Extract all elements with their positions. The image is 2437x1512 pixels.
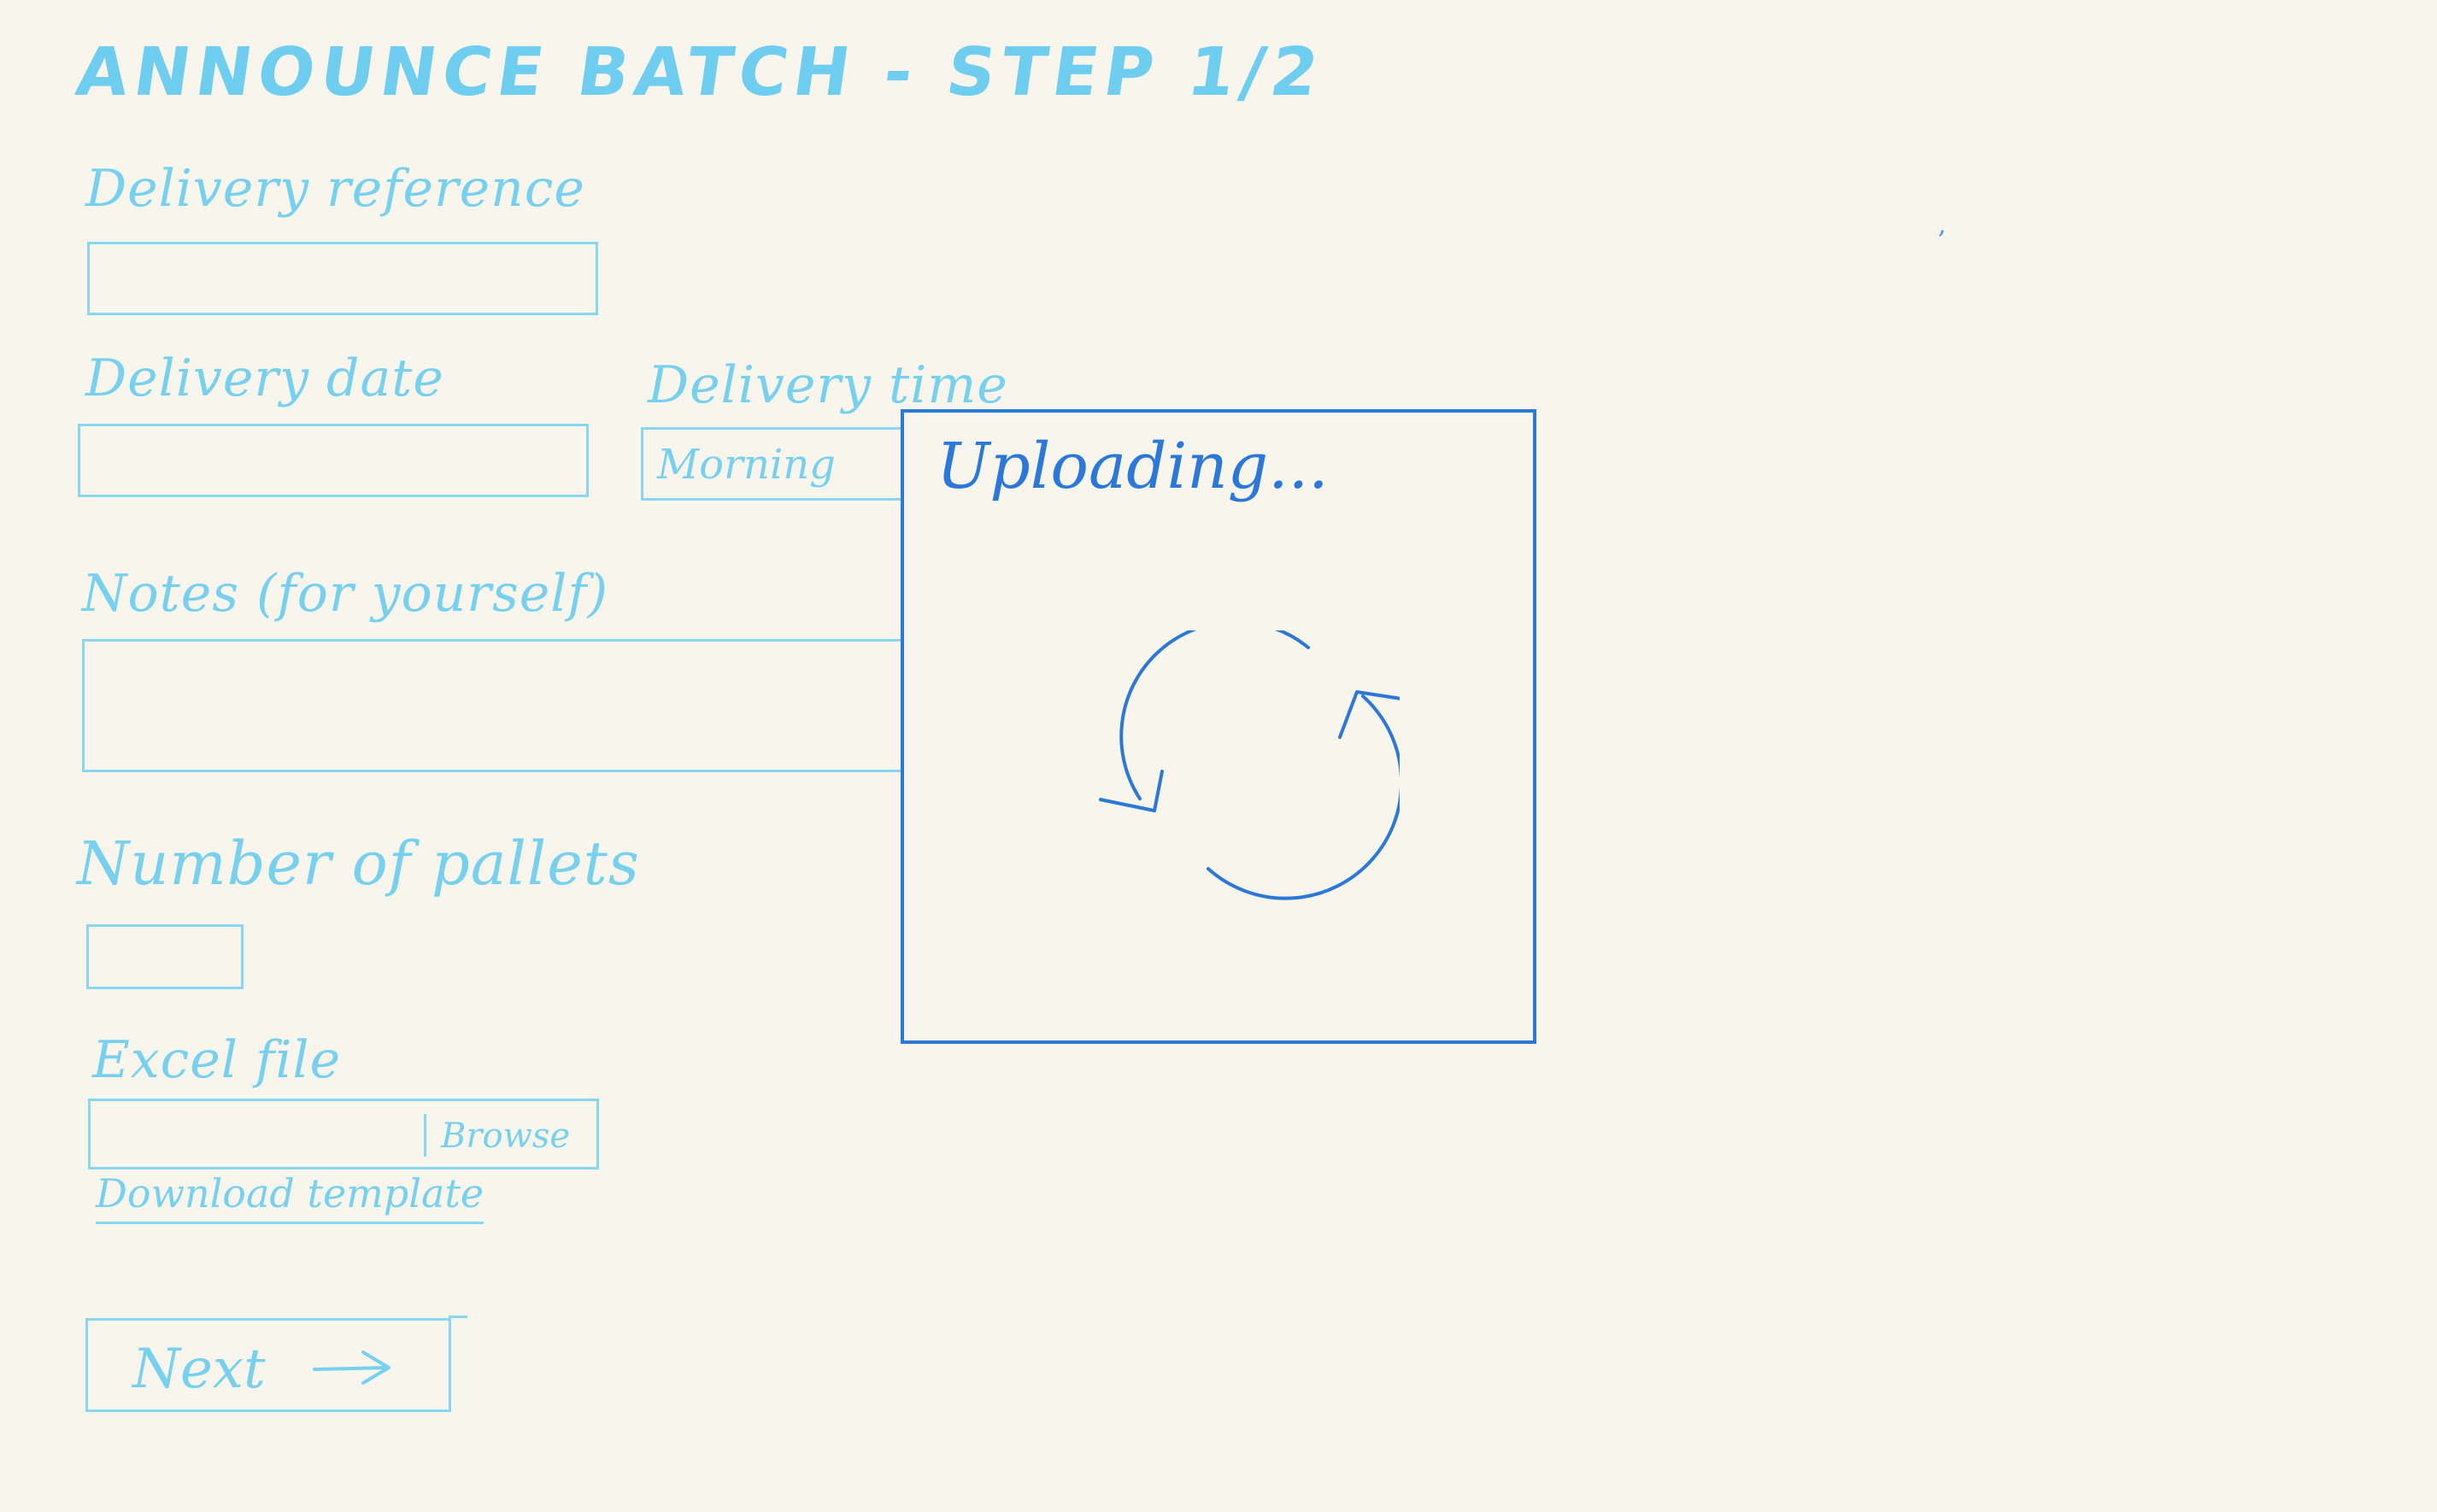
- excel-file-input[interactable]: Browse: [88, 1099, 599, 1169]
- browse-separator: [424, 1114, 426, 1157]
- next-button-label: Next: [132, 1338, 266, 1401]
- upload-modal-title: Uploading...: [937, 430, 1329, 503]
- delivery-date-label: Delivery date: [85, 349, 444, 408]
- delivery-date-input[interactable]: [78, 424, 589, 497]
- notes-textarea[interactable]: [82, 639, 914, 772]
- number-of-pallets-input[interactable]: [86, 924, 244, 989]
- delivery-reference-input[interactable]: [87, 242, 598, 315]
- arrow-right-icon: [310, 1342, 396, 1397]
- notes-label: Notes (for yourself): [82, 564, 609, 624]
- excel-file-label: Excel file: [92, 1030, 342, 1090]
- refresh-spinner-icon: [1041, 619, 1414, 907]
- delivery-time-select[interactable]: Morning: [641, 427, 914, 501]
- delivery-reference-label: Delivery reference: [85, 159, 585, 219]
- delivery-time-label: Delivery time: [648, 355, 1008, 415]
- next-button[interactable]: Next: [85, 1318, 451, 1412]
- next-button-sketch-stroke: [449, 1316, 467, 1318]
- delivery-time-value: Morning: [657, 441, 836, 489]
- download-template-link[interactable]: Download template: [96, 1170, 484, 1224]
- stray-pen-mark: ,: [1938, 210, 1947, 240]
- number-of-pallets-label: Number of pallets: [77, 829, 640, 899]
- upload-modal: Uploading...: [901, 409, 1536, 1044]
- browse-button[interactable]: Browse: [441, 1116, 571, 1156]
- page-title: ANNOUNCE BATCH - STEP 1/2: [71, 34, 1330, 111]
